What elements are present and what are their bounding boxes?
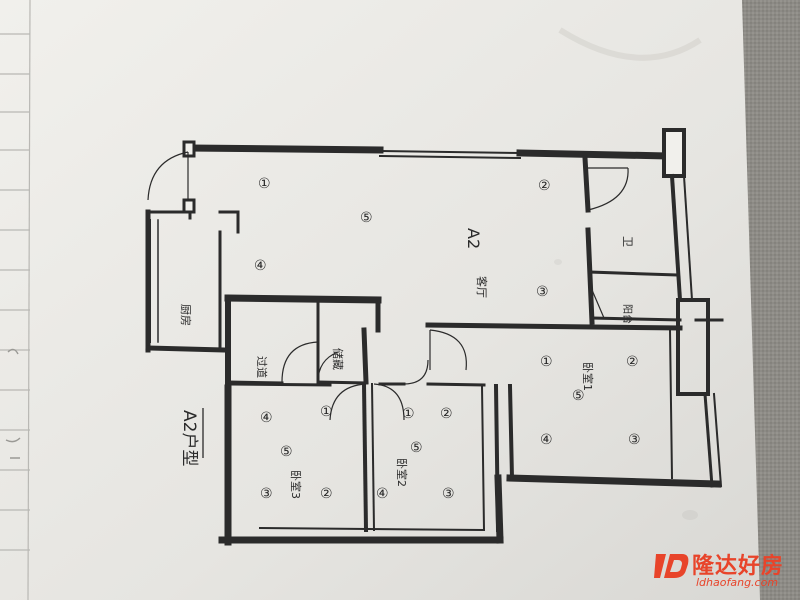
living-room-label: 客厅 [475,276,489,298]
closet-label: 储藏 [331,348,345,370]
marker: ⑤ [410,440,423,456]
marker: ① [402,406,415,422]
marker: ④ [260,410,273,426]
left-form-lines [0,0,31,600]
paper-crease [558,27,702,61]
marker: ② [538,178,551,194]
brand-name: 隆达好房 [692,554,785,579]
kitchen-label: 厨房 [179,304,192,326]
brand-logo-icon [654,554,689,578]
unit-code-label: A2 [464,228,483,249]
door-swings [147,151,629,421]
marker: ① [320,404,333,420]
bedroom1-label: 卧室1 [581,362,595,391]
marker: ① [540,354,553,370]
marker: ④ [540,432,553,448]
marker: ④ [376,486,389,502]
marker: ⑤ [280,444,293,460]
marker: ② [320,486,333,502]
marker: ③ [536,284,549,300]
marker: ⑤ [360,210,373,226]
unit-type-title: A2户型 [179,410,199,466]
marker: ③ [628,432,641,448]
marker: ① [258,176,271,192]
bath-label: 卫 [621,236,634,247]
marker: ⑤ [572,388,585,404]
markers: ① ② ⑤ ④ ③ ① ② ⑤ ④ ③ ① ④ ② ⑤ ③ ① ② ⑤ ④ ③ [254,176,641,502]
bedroom2-label: 卧室2 [395,458,409,487]
watermark: 隆达好房 ldhaofang.com [650,548,790,596]
marker: ③ [442,486,455,502]
walls [145,128,724,546]
paper-dent [554,259,562,265]
bedroom3-label: 卧室3 [289,470,303,499]
paper-dent [682,510,698,520]
hallway-label: 过道 [255,356,269,378]
marker: ② [440,406,453,422]
handwriting [5,348,21,459]
marker: ② [626,354,639,370]
brand-url: ldhaofang.com [696,576,779,589]
room-labels: A2 客厅 厨房 卫 阳台 卧室1 卧室2 卧室3 过道 储藏 A2户型 [179,228,634,499]
balcony-label: 阳台 [621,304,634,324]
marker: ④ [254,258,267,274]
marker: ③ [260,486,273,502]
